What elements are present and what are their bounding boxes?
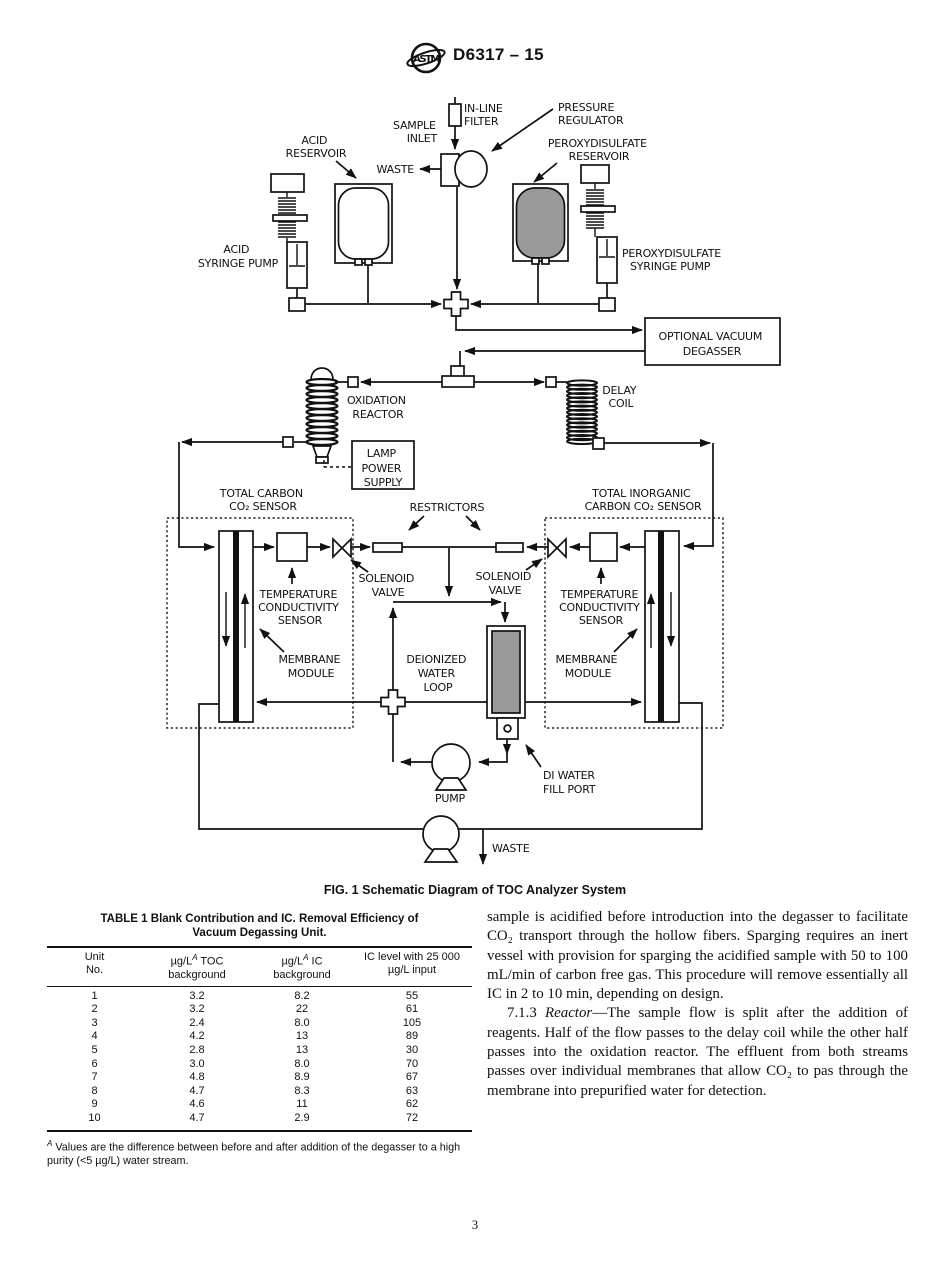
astm-logo: ASTM [406,42,446,74]
acid-reservoir [334,160,393,303]
svg-text:ASTM: ASTM [413,54,440,65]
toc-analyzer-schematic: SAMPLE INLET IN-LINE FILTER PRESSURE REG… [166,97,781,897]
page-number: 3 [471,1218,479,1232]
restrictors-label: RESTRICTORS [410,501,485,514]
optional-vacuum-degasser-label: OPTIONAL VACUUM DEGASSER [658,330,765,358]
total-carbon-sensor-label: TOTAL CARBON CO₂ SENSOR [219,487,306,513]
temp-cond-sensor-left [253,532,308,584]
peroxydisulfate-reservoir [512,162,569,303]
total-inorganic-sensor-enclosure [544,517,724,729]
waste-bottom-label: WASTE [492,842,530,855]
waste-top-label: WASTE [377,163,415,176]
lamp-power-supply [323,440,415,490]
total-inorganic-sensor-label: TOTAL INORGANIC CARBON CO₂ SENSOR [585,487,702,513]
acid-syringe-pump-label: ACID SYRINGE PUMP [198,243,279,270]
membrane-left-label: MEMBRANE MODULE [278,653,343,680]
deionized-water-loop-label: DEIONIZED WATER LOOP [406,653,469,694]
membrane-module-left [218,530,254,723]
in-line-filter [448,97,462,150]
oxidation-reactor-label: OXIDATION REACTOR [347,394,409,421]
table-1: TABLE 1 Blank Contribution and IC. Remov… [47,912,472,1168]
figure-caption: FIG. 1 Schematic Diagram of TOC Analyzer… [324,883,626,897]
in-line-filter-label: IN-LINE FILTER [464,102,506,128]
total-carbon-sensor-enclosure [166,517,354,729]
waste-pump [422,815,460,863]
doc-number: D6317 – 15 [453,45,544,64]
peroxydisulfate-reservoir-label: PEROXYDISULFATE RESERVOIR [548,137,650,163]
cross-fitting-top [443,291,469,317]
acid-reservoir-label: ACID RESERVOIR [286,134,347,160]
acid-syringe-pump [270,173,442,312]
col-ic: µg/LA IC background [273,953,331,981]
di-water-reservoir [486,625,526,740]
membrane-right-pointer [613,628,638,653]
peroxydisulfate-syringe-pump-label: PEROXYDISULFATE SYRINGE PUMP [622,247,724,273]
pressure-regulator-valve [419,108,554,290]
di-pump [400,739,542,791]
page-header: ASTM D6317 – 15 [0,36,950,82]
solenoid-valve-right-label: SOLENOID VALVE [475,570,534,597]
membrane-left-pointer [259,628,285,653]
table-footnote: A Values are the difference between befo… [47,1138,461,1168]
pump-label: PUMP [435,792,466,805]
pressure-regulator-label: PRESSURE REGULATOR [558,101,624,127]
membrane-right-label: MEMBRANE MODULE [555,653,620,680]
table-title: TABLE 1 Blank Contribution and IC. Remov… [100,913,419,939]
cross-fitting-bottom [380,689,406,715]
optional-vacuum-degasser [441,316,781,388]
temp-cond-sensor-right [589,532,645,584]
temp-cond-right-label: TEMPERATURE CONDUCTIVITY SENSOR [559,588,643,627]
peroxydisulfate-syringe-pump [470,164,618,312]
solenoid-valve-left-label: SOLENOID VALVE [358,572,417,599]
delay-coil-label: DELAY COIL [602,384,640,410]
membrane-module-right [644,530,680,723]
oxidation-reactor [178,367,442,552]
restrictor-left [351,515,425,553]
sample-inlet-label: SAMPLE INLET [393,119,439,145]
restrictor-right [465,515,548,553]
paragraph-7-1-3: 7.1.3 Reactor—The sample flow is split a… [487,1005,908,1099]
temp-cond-left-label: TEMPERATURE CONDUCTIVITY SENSOR [258,588,342,627]
col-toc: µg/LA TOC background [168,953,226,981]
lamp-power-supply-label: LAMP POWER SUPPLY [361,447,404,489]
solenoid-valve-right [525,536,590,571]
solenoid-valve-left [307,536,369,573]
paragraph-continuation: sample is acidified before introduction … [487,909,908,1003]
body-text-column: sample is acidified before introduction … [487,908,908,1101]
di-water-fill-port-label: DI WATER FILL PORT [543,769,598,796]
delay-coil [474,376,714,551]
